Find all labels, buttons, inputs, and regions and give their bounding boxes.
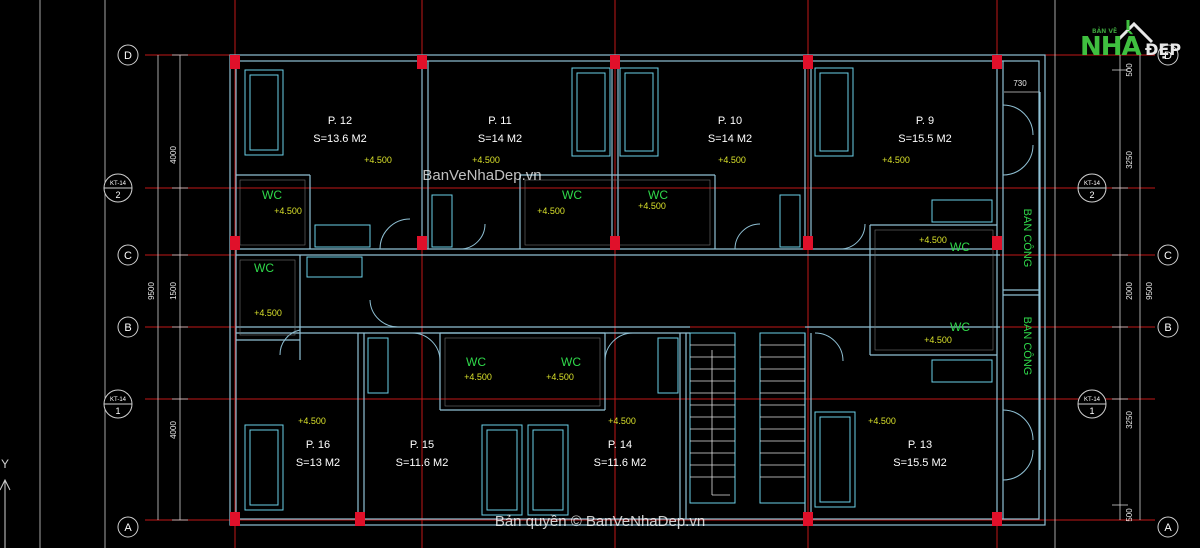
axis-c-right: C (1164, 250, 1172, 262)
balcony-label-bottom: BAN CÔNG (1021, 317, 1034, 376)
level-wc-2: +4.500 (254, 308, 282, 318)
wc-label-5: WC (466, 355, 486, 369)
room-p10-area: S=14 M2 (708, 133, 752, 145)
section-2-num-right: 2 (1089, 190, 1094, 200)
level-wc-7: +4.500 (919, 235, 947, 245)
doors (279, 104, 1034, 481)
level-marks: +4.500 +4.500 +4.500 +4.500 +4.500 +4.50… (254, 155, 952, 426)
axis-b-left: B (124, 322, 131, 334)
dim-right-c: 3250 (1125, 411, 1134, 429)
logo-dep-text: ĐẸP (1145, 40, 1182, 59)
room-p12-name: P. 12 (328, 115, 352, 127)
section-1-num-right: 1 (1089, 406, 1094, 416)
level-p11: +4.500 (472, 155, 500, 165)
room-p9-area: S=15.5 M2 (898, 133, 952, 145)
furniture (244, 67, 993, 516)
room-p10-name: P. 10 (718, 115, 742, 127)
wc-label-3: WC (562, 188, 582, 202)
wc-label-4: WC (648, 188, 668, 202)
level-wc-4: +4.500 (638, 201, 666, 211)
dim-left-2: 1500 (169, 282, 178, 300)
dim-top-small: 730 (1013, 79, 1027, 88)
room-p11-area: S=14 M2 (478, 133, 522, 145)
axis-a-left: A (124, 522, 132, 534)
dim-left-total: 9500 (147, 282, 156, 300)
wc-label-6: WC (561, 355, 581, 369)
brand-logo (1076, 12, 1194, 66)
level-wc-3: +4.500 (537, 206, 565, 216)
dimension-lines (39, 0, 1141, 548)
level-wc-1: +4.500 (274, 206, 302, 216)
level-p10: +4.500 (718, 155, 746, 165)
axis-b-right: B (1164, 322, 1171, 334)
dim-right-b: 2000 (1125, 282, 1134, 300)
level-wc-5: +4.500 (464, 372, 492, 382)
section-1-num-left: 1 (115, 406, 120, 416)
logo-big-text: NHÀ (1080, 32, 1142, 62)
room-p12-area: S=13.6 M2 (313, 133, 367, 145)
room-p16-name: P. 16 (306, 439, 330, 451)
axis-bubbles (103, 44, 1179, 538)
axis-labels: D D C C B B A A KT-14 2 KT-14 2 KT-14 1 … (1, 50, 1172, 534)
ucs-icon (0, 478, 11, 548)
room-p15-name: P. 15 (410, 439, 434, 451)
balcony-label-top: BAN CÔNG (1021, 209, 1034, 268)
level-wc-6: +4.500 (546, 372, 574, 382)
watermark-bottom: Bản quyền © BanVeNhaDep.vn (495, 513, 705, 530)
room-p13-area: S=15.5 M2 (893, 457, 947, 469)
wc-tiles (239, 179, 994, 407)
section-1-tag-left: KT-14 (110, 397, 127, 403)
level-wc-8: +4.500 (924, 335, 952, 345)
room-p15-area: S=11.6 M2 (396, 457, 449, 469)
level-p9: +4.500 (882, 155, 910, 165)
axis-a-right: A (1164, 522, 1172, 534)
room-p11-name: P. 11 (488, 115, 511, 127)
wc-label-7: WC (950, 240, 970, 254)
walls (229, 54, 1046, 526)
axis-d-right: D (1164, 50, 1172, 62)
section-2-num-left: 2 (115, 190, 120, 200)
axis-d-left: D (124, 50, 132, 62)
level-p13: +4.500 (868, 416, 896, 426)
wc-labels: WC WC WC WC WC WC WC WC (254, 188, 970, 369)
section-1-tag-right: KT-14 (1084, 397, 1101, 403)
house-icon (1114, 20, 1154, 44)
room-p14-area: S=11.6 M2 (594, 457, 647, 469)
dim-right-a: 3250 (1125, 151, 1134, 169)
room-p13-name: P. 13 (908, 439, 932, 451)
dim-right-total: 9500 (1145, 282, 1154, 300)
columns (230, 55, 1002, 526)
room-p9-name: P. 9 (916, 115, 934, 127)
room-p14-name: P. 14 (608, 439, 632, 451)
level-p14: +4.500 (608, 416, 636, 426)
wc-label-8: WC (950, 320, 970, 334)
balcony-labels: BAN CÔNG BAN CÔNG (1021, 209, 1034, 376)
dim-right-bottom: 500 (1125, 508, 1134, 522)
wc-label-2: WC (254, 261, 274, 275)
dim-left-3: 4000 (169, 421, 178, 439)
watermark-top: BanVeNhaDep.vn (422, 167, 541, 184)
room-p16-area: S=13 M2 (296, 457, 340, 469)
dim-left-1: 4000 (169, 146, 178, 164)
dimension-texts: 4000 1500 9500 4000 500 3250 2000 9500 3… (147, 63, 1154, 522)
axis-c-left: C (124, 250, 132, 262)
level-p12: +4.500 (364, 155, 392, 165)
logo-small-text: BẢN VẼ (1092, 28, 1118, 35)
ucs-y-label: Y (1, 457, 9, 471)
wc-label-1: WC (262, 188, 282, 202)
dim-right-top: 500 (1125, 63, 1134, 77)
section-2-tag-left: KT-14 (110, 181, 127, 187)
room-labels: P. 12 S=13.6 M2 P. 11 S=14 M2 P. 10 S=14… (296, 115, 952, 469)
level-p16: +4.500 (298, 416, 326, 426)
section-2-tag-right: KT-14 (1084, 181, 1101, 187)
stairs (690, 344, 805, 496)
